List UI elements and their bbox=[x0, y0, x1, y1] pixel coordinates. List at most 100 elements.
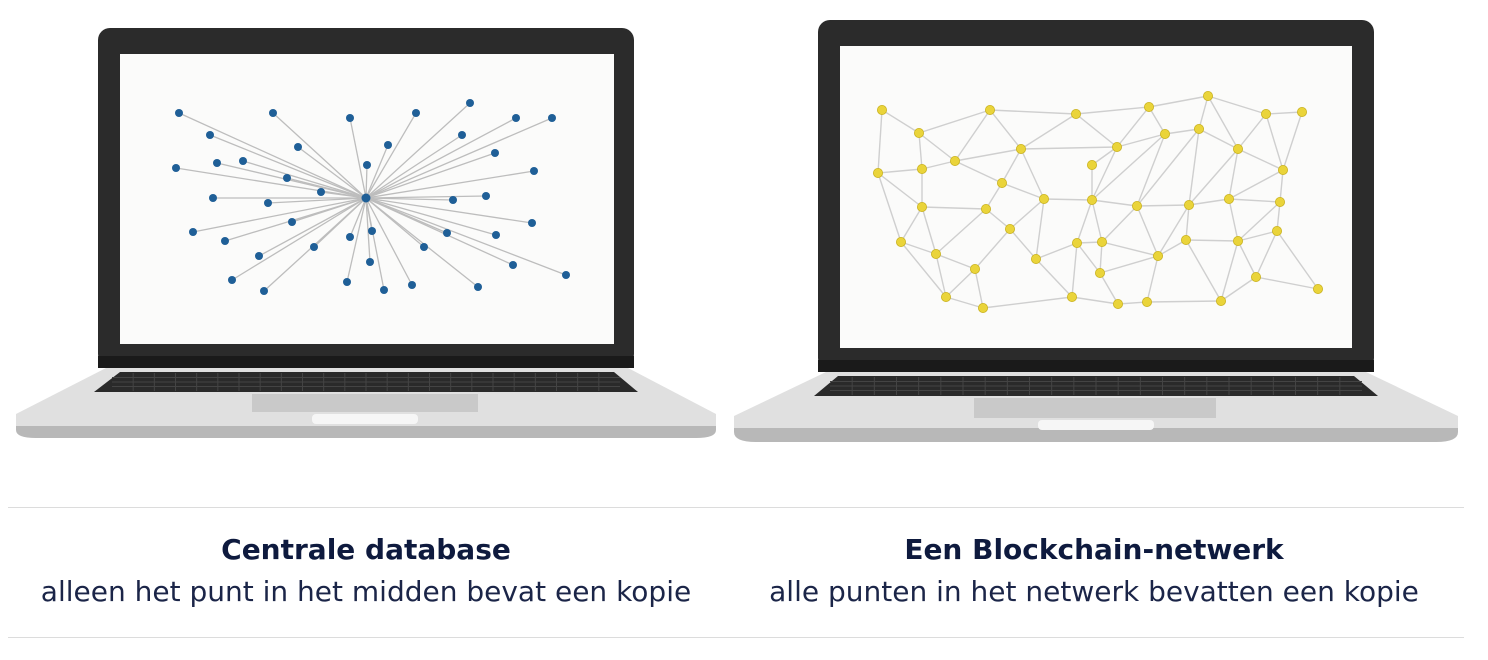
network-node bbox=[482, 192, 490, 200]
divider-bottom bbox=[8, 637, 1464, 638]
divider-top bbox=[8, 507, 1464, 508]
caption-centralized: Centrale database alleen het punt in het… bbox=[8, 530, 724, 614]
laptop-hinge bbox=[98, 356, 634, 368]
network-node bbox=[346, 114, 354, 122]
network-node bbox=[978, 303, 987, 312]
network-node bbox=[420, 243, 428, 251]
network-node bbox=[366, 258, 374, 266]
laptop-centralized bbox=[16, 26, 718, 446]
laptop-illustration-right bbox=[732, 18, 1460, 448]
network-node bbox=[917, 202, 926, 211]
network-node bbox=[294, 143, 302, 151]
network-node bbox=[917, 164, 926, 173]
network-node bbox=[1039, 194, 1048, 203]
network-node bbox=[1005, 224, 1014, 233]
network-node bbox=[1095, 268, 1104, 277]
network-node bbox=[269, 109, 277, 117]
network-node bbox=[1313, 284, 1322, 293]
network-node bbox=[260, 287, 268, 295]
network-node bbox=[1087, 195, 1096, 204]
laptop-blockchain bbox=[732, 18, 1460, 448]
network-node bbox=[209, 194, 217, 202]
network-node bbox=[1194, 124, 1203, 133]
network-node bbox=[1233, 236, 1242, 245]
network-node bbox=[343, 278, 351, 286]
network-node bbox=[380, 286, 388, 294]
network-node bbox=[1278, 165, 1287, 174]
network-node bbox=[981, 204, 990, 213]
network-node bbox=[512, 114, 520, 122]
network-node bbox=[491, 149, 499, 157]
network-node bbox=[1031, 254, 1040, 263]
network-node bbox=[255, 252, 263, 260]
network-node bbox=[474, 283, 482, 291]
network-node bbox=[363, 161, 371, 169]
caption-title: Centrale database bbox=[8, 530, 724, 570]
network-node bbox=[509, 261, 517, 269]
network-node bbox=[1272, 226, 1281, 235]
network-node bbox=[221, 237, 229, 245]
network-node bbox=[346, 233, 354, 241]
network-node bbox=[239, 157, 247, 165]
network-node bbox=[1153, 251, 1162, 260]
network-node bbox=[528, 219, 536, 227]
network-node bbox=[458, 131, 466, 139]
network-node bbox=[310, 243, 318, 251]
caption-subtitle: alle punten in het netwerk bevatten een … bbox=[732, 570, 1456, 614]
network-node bbox=[408, 281, 416, 289]
network-node bbox=[1113, 299, 1122, 308]
network-node bbox=[1160, 129, 1169, 138]
network-node bbox=[941, 292, 950, 301]
network-node bbox=[443, 229, 451, 237]
network-node bbox=[288, 218, 296, 226]
network-node bbox=[492, 231, 500, 239]
network-node bbox=[1144, 102, 1153, 111]
network-node bbox=[931, 249, 940, 258]
network-node bbox=[1216, 296, 1225, 305]
network-node bbox=[368, 227, 376, 235]
network-node bbox=[896, 237, 905, 246]
network-node bbox=[548, 114, 556, 122]
laptop-hinge bbox=[818, 360, 1374, 372]
network-node bbox=[1067, 292, 1076, 301]
laptop-trackpad bbox=[974, 398, 1216, 418]
central-hub-node bbox=[362, 194, 371, 203]
laptop-trackpad bbox=[252, 394, 478, 412]
network-node bbox=[1275, 197, 1284, 206]
network-node bbox=[950, 156, 959, 165]
network-node bbox=[1097, 237, 1106, 246]
network-node bbox=[562, 271, 570, 279]
network-node bbox=[1142, 297, 1151, 306]
caption-blockchain: Een Blockchain-netwerk alle punten in he… bbox=[732, 530, 1456, 614]
network-node bbox=[1251, 272, 1260, 281]
network-node bbox=[1203, 91, 1212, 100]
network-node bbox=[997, 178, 1006, 187]
network-node bbox=[283, 174, 291, 182]
caption-title: Een Blockchain-netwerk bbox=[732, 530, 1456, 570]
network-node bbox=[985, 105, 994, 114]
network-node bbox=[1261, 109, 1270, 118]
network-node bbox=[175, 109, 183, 117]
network-node bbox=[873, 168, 882, 177]
network-node bbox=[1132, 201, 1141, 210]
network-node bbox=[213, 159, 221, 167]
network-node bbox=[1181, 235, 1190, 244]
network-node bbox=[172, 164, 180, 172]
network-node bbox=[412, 109, 420, 117]
network-node bbox=[1112, 142, 1121, 151]
network-node bbox=[1224, 194, 1233, 203]
network-node bbox=[1184, 200, 1193, 209]
network-node bbox=[1087, 160, 1096, 169]
network-node bbox=[449, 196, 457, 204]
network-node bbox=[206, 131, 214, 139]
network-node bbox=[317, 188, 325, 196]
network-node bbox=[228, 276, 236, 284]
network-node bbox=[970, 264, 979, 273]
network-node bbox=[1071, 109, 1080, 118]
network-node bbox=[877, 105, 886, 114]
network-node bbox=[1072, 238, 1081, 247]
network-node bbox=[384, 141, 392, 149]
network-node bbox=[189, 228, 197, 236]
laptop-illustration-left bbox=[16, 26, 718, 446]
network-node bbox=[1233, 144, 1242, 153]
